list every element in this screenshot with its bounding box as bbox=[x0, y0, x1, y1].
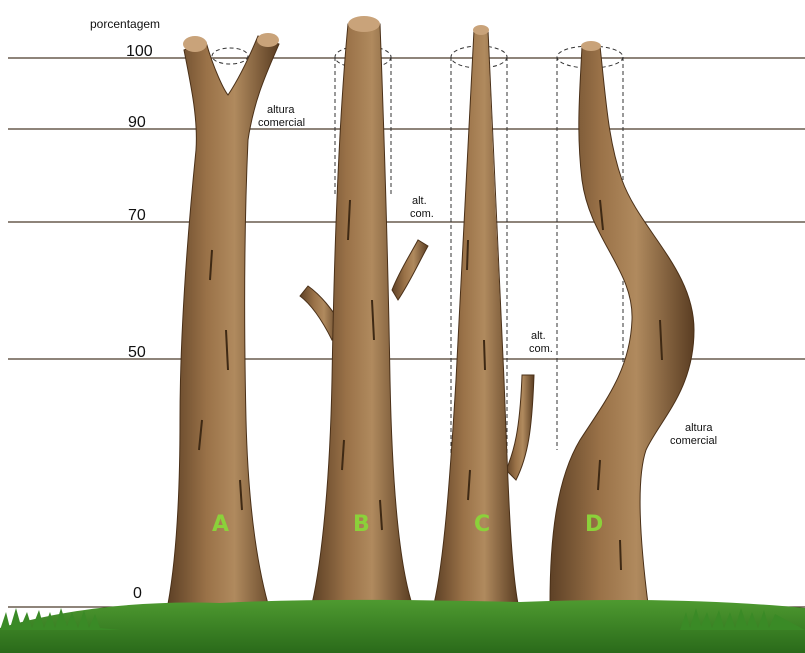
tick-0: 0 bbox=[133, 585, 142, 602]
tree-b-cut bbox=[348, 16, 380, 32]
annotation-a-line1: altura bbox=[267, 104, 295, 116]
tree-c-cut bbox=[473, 25, 489, 35]
tree-d-label: D bbox=[585, 512, 603, 537]
tree-a-cut-right bbox=[257, 33, 279, 47]
tree-d bbox=[550, 41, 694, 604]
annotation-a-line2: comercial bbox=[258, 117, 305, 129]
tree-c-label: C bbox=[474, 512, 490, 537]
tick-70: 70 bbox=[128, 207, 146, 224]
grass-ground bbox=[0, 600, 805, 653]
annotation-c-line2: com. bbox=[529, 343, 553, 355]
tick-90: 90 bbox=[128, 114, 146, 131]
tree-a-label: A bbox=[212, 512, 229, 537]
annotation-b-line2: com. bbox=[410, 208, 434, 220]
tree-b-label: B bbox=[353, 512, 370, 537]
annotation-d-line1: altura bbox=[685, 422, 713, 434]
tick-50: 50 bbox=[128, 344, 146, 361]
tick-100: 100 bbox=[126, 43, 153, 60]
annotation-c-line1: alt. bbox=[531, 330, 546, 342]
tree-c-branch bbox=[506, 375, 534, 480]
cylinder-a-top bbox=[212, 48, 248, 64]
annotation-b-line1: alt. bbox=[412, 195, 427, 207]
annotation-d-line2: comercial bbox=[670, 435, 717, 447]
tree-a-cut-left bbox=[183, 36, 207, 52]
tree-b-branch-right bbox=[392, 240, 428, 300]
axis-title: porcentagem bbox=[90, 17, 160, 31]
tree-d-cut bbox=[581, 41, 601, 51]
tree-d-trunk bbox=[550, 46, 694, 604]
